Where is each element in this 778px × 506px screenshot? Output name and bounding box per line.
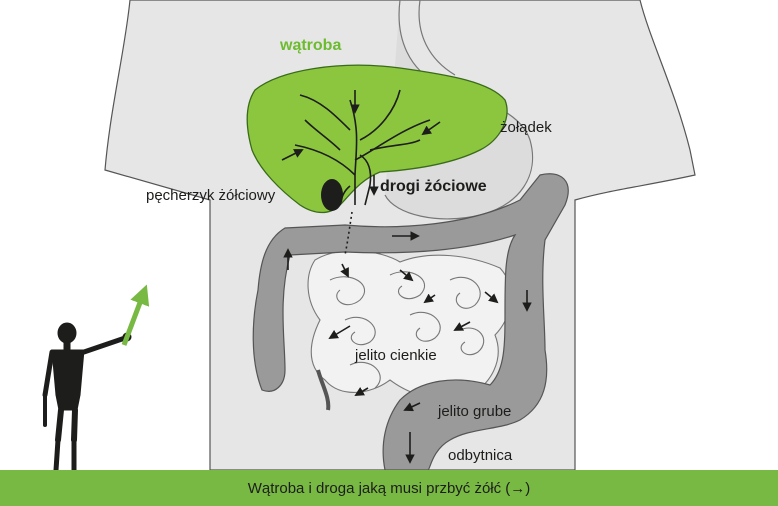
label-rectum: odbytnica: [448, 447, 513, 464]
label-gallbladder: pęcherzyk żółciowy: [146, 187, 276, 204]
gallbladder-shape: [321, 179, 343, 211]
label-stomach: żołądek: [500, 119, 552, 136]
skeleton-figure-icon: [45, 323, 131, 470]
caption: Wątroba i droga jaką musi przbyć żółć (→…: [248, 480, 531, 497]
label-liver: wątroba: [279, 37, 341, 54]
label-small-intestine: jelito cienkie: [354, 347, 437, 364]
label-large-intestine: jelito grube: [437, 403, 511, 420]
label-bile-ducts: drogi żóciowe: [380, 178, 487, 195]
caption-bar: Wątroba i droga jaką musi przbyć żółć (→…: [0, 470, 778, 506]
green-arrow-icon: [124, 292, 144, 345]
small-intestine: [308, 251, 511, 399]
